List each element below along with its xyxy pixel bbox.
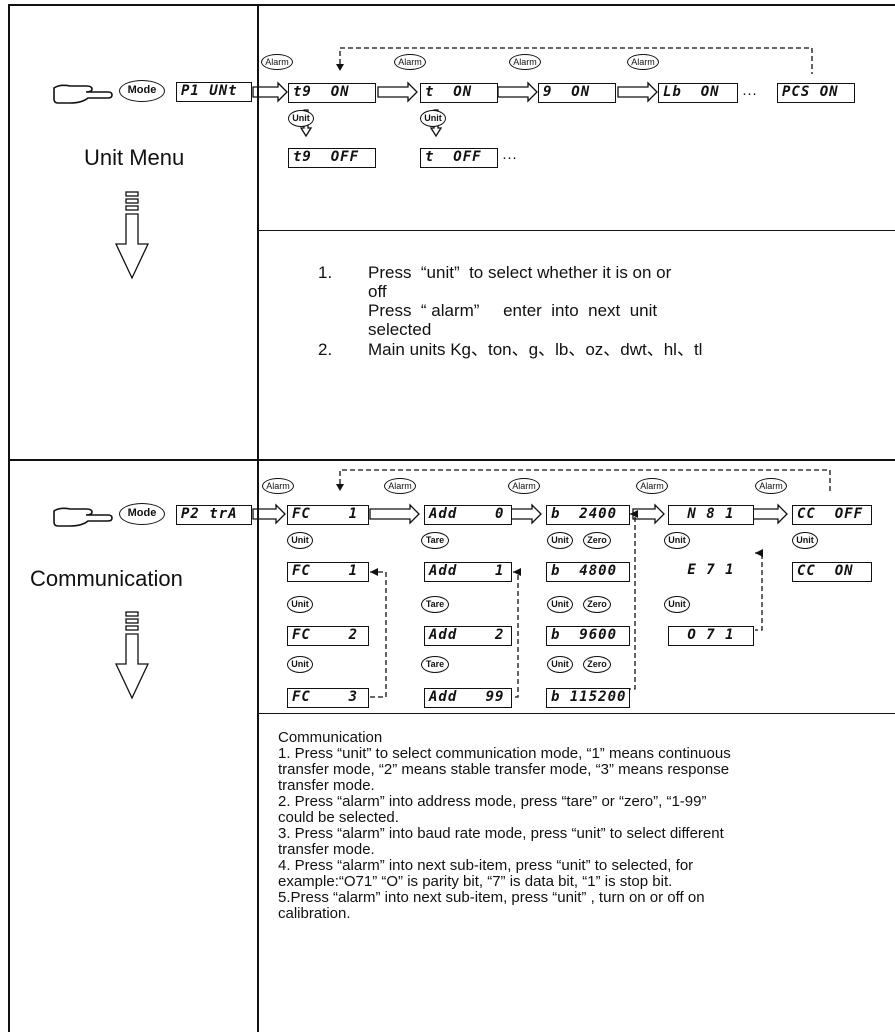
- note-line: 5.Press “alarm” into next sub-item, pres…: [278, 889, 705, 906]
- note-line: transfer mode.: [278, 841, 375, 858]
- cc-display: CC OFF: [792, 505, 872, 525]
- parity-display: N 8 1: [668, 505, 754, 525]
- communication-title: Communication: [30, 566, 183, 591]
- unit-entry-display: P1 UNt: [176, 82, 252, 102]
- fc-display: FC 1: [287, 562, 369, 582]
- cc-display: CC ON: [792, 562, 872, 582]
- divider-sections: [8, 459, 895, 461]
- comm-flow-arrows: [252, 469, 831, 698]
- unit-button-icon: Unit: [547, 532, 573, 549]
- note-number: 1.: [318, 263, 333, 282]
- unit-on-display: PCS ON: [777, 83, 855, 103]
- divider-unit-notes: [258, 230, 895, 231]
- parity-display: O 7 1: [668, 626, 754, 646]
- note-line: Communication: [278, 729, 383, 746]
- zero-button-icon: Zero: [583, 596, 611, 613]
- note-line: Press “ alarm” enter into next unit: [368, 301, 658, 320]
- unit-on-display: 9 ON: [538, 83, 616, 103]
- tare-button-icon: Tare: [421, 596, 449, 613]
- note-line: Press “unit” to select whether it is on …: [368, 263, 672, 282]
- address-display: Add 2: [424, 626, 512, 646]
- unit-menu-title: Unit Menu: [84, 145, 185, 170]
- note-line: selected: [368, 320, 432, 339]
- baud-display: b 2400: [546, 505, 630, 525]
- baud-display: b 9600: [546, 626, 630, 646]
- note-line: off: [368, 282, 387, 301]
- down-arrow-icon: [114, 611, 150, 700]
- zero-button-icon: Zero: [583, 656, 611, 673]
- fc-display: FC 3: [287, 688, 369, 708]
- divider-comm-notes: [258, 713, 895, 714]
- note-line: could be selected.: [278, 809, 399, 826]
- unit-button-icon: Unit: [792, 532, 818, 549]
- fc-display: FC 1: [287, 505, 369, 525]
- address-display: Add 0: [424, 505, 512, 525]
- note-line: calibration.: [278, 905, 351, 922]
- unit-button-icon: Unit: [287, 596, 313, 613]
- alarm-button-icon: Alarm: [508, 478, 540, 494]
- alarm-button-icon: Alarm: [755, 478, 787, 494]
- note-line: 4. Press “alarm” into next sub-item, pre…: [278, 857, 694, 874]
- alarm-button-icon: Alarm: [636, 478, 668, 494]
- tare-button-icon: Tare: [421, 656, 449, 673]
- note-number: 2.: [318, 340, 333, 359]
- baud-display: b 4800: [546, 562, 630, 582]
- ellipsis: ···: [742, 85, 757, 102]
- parity-display: E 7 1: [668, 562, 754, 582]
- mode-button-icon: Mode: [119, 503, 165, 525]
- note-line: Main units Kg、ton、g、lb、oz、dwt、hl、tl: [368, 340, 703, 359]
- alarm-button-icon: Alarm: [262, 478, 294, 494]
- unit-off-display: t9 OFF: [288, 148, 376, 168]
- note-line: 1. Press “unit” to select communication …: [278, 745, 731, 762]
- alarm-button-icon: Alarm: [627, 54, 659, 70]
- alarm-button-icon: Alarm: [509, 54, 541, 70]
- unit-button-icon: Unit: [420, 110, 446, 127]
- unit-button-icon: Unit: [287, 656, 313, 673]
- alarm-button-icon: Alarm: [394, 54, 426, 70]
- unit-on-display: t9 ON: [288, 83, 376, 103]
- hand-pointer-icon: [53, 84, 113, 104]
- unit-on-display: t ON: [420, 83, 498, 103]
- unit-button-icon: Unit: [288, 110, 314, 127]
- note-line: 3. Press “alarm” into baud rate mode, pr…: [278, 825, 724, 842]
- unit-button-icon: Unit: [547, 656, 573, 673]
- communication-notes: Communication 1. Press “unit” to select …: [278, 730, 895, 922]
- unit-button-icon: Unit: [664, 596, 690, 613]
- address-display: Add 99: [424, 688, 512, 708]
- address-display: Add 1: [424, 562, 512, 582]
- unit-button-icon: Unit: [287, 532, 313, 549]
- mode-button-icon: Mode: [119, 80, 165, 102]
- note-line: example:“O71” “O” is parity bit, “7” is …: [278, 873, 673, 890]
- alarm-button-icon: Alarm: [384, 478, 416, 494]
- tare-button-icon: Tare: [421, 532, 449, 549]
- baud-display: b 115200: [546, 688, 630, 708]
- ellipsis: ···: [502, 149, 517, 166]
- top-border: [8, 4, 895, 6]
- note-line: transfer mode, “2” means stable transfer…: [278, 761, 730, 778]
- left-border: [8, 4, 10, 1032]
- fc-display: FC 2: [287, 626, 369, 646]
- unit-button-icon: Unit: [664, 532, 690, 549]
- unit-button-icon: Unit: [547, 596, 573, 613]
- unit-on-display: Lb ON: [658, 83, 738, 103]
- note-line: transfer mode.: [278, 777, 375, 794]
- note-line: 2. Press “alarm” into address mode, pres…: [278, 793, 707, 810]
- column-divider: [257, 4, 259, 1032]
- zero-button-icon: Zero: [583, 532, 611, 549]
- down-arrow-icon: [114, 191, 150, 280]
- comm-entry-display: P2 trA: [176, 505, 252, 525]
- unit-off-display: t OFF: [420, 148, 498, 168]
- alarm-button-icon: Alarm: [261, 54, 293, 70]
- hand-pointer-icon: [53, 507, 113, 527]
